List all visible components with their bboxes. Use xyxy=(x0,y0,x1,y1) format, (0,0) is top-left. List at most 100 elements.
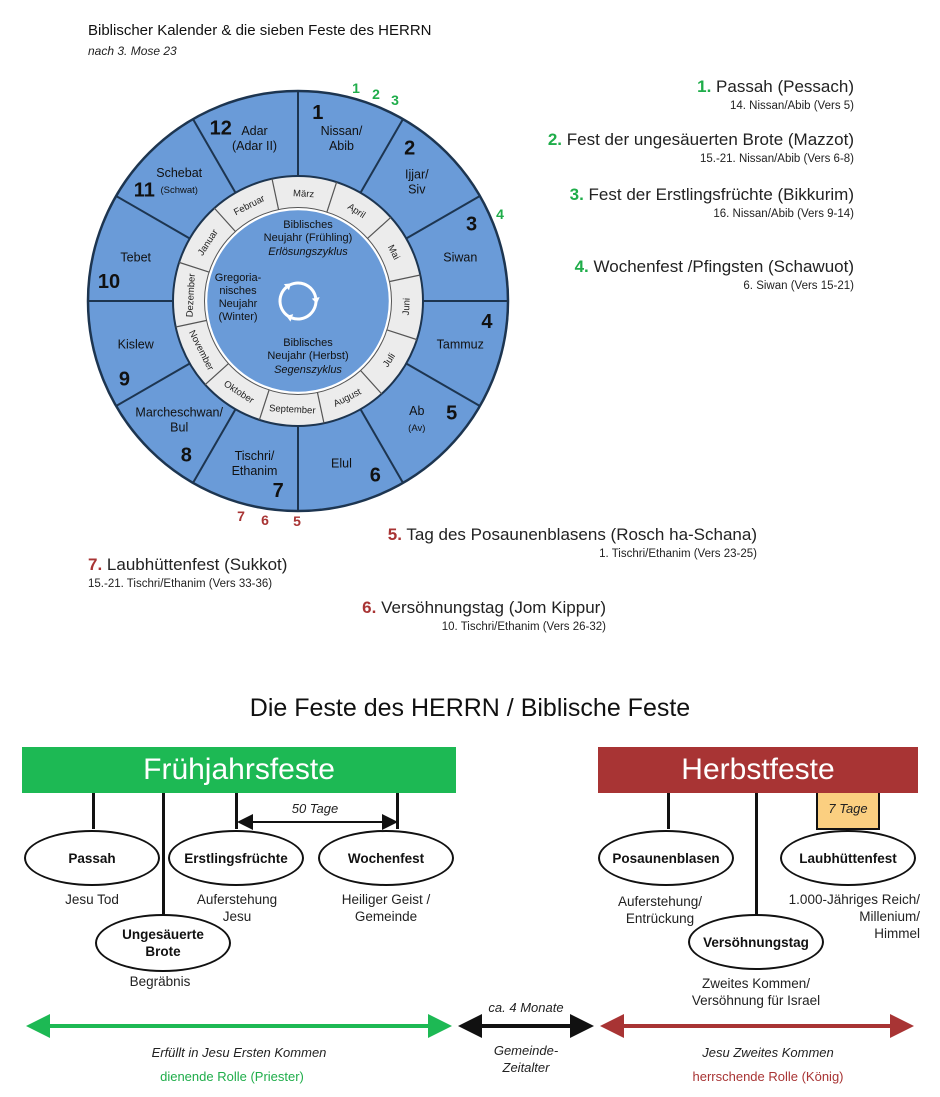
feast-marker: 4 xyxy=(496,206,504,222)
month-number: 7 xyxy=(273,480,284,502)
wheel-center xyxy=(204,207,392,395)
feast-1: 1. Passah (Pessach) 14. Nissan/Abib (Ver… xyxy=(697,77,854,112)
month-subname: (Av) xyxy=(408,423,425,434)
connector-line xyxy=(667,793,670,829)
fifty-days-arrow xyxy=(237,814,398,830)
feast-name: Passah (Pessach) xyxy=(716,77,854,96)
month-divider xyxy=(359,118,404,194)
feast-marker: 6 xyxy=(261,512,269,528)
caption-erstling: Auferstehung Jesu xyxy=(196,892,278,924)
month-subname: (Schwat) xyxy=(160,185,197,196)
feast-marker: 2 xyxy=(372,86,380,102)
feast-date: 6. Siwan (Vers 15-21) xyxy=(743,280,854,292)
center-spring-line2: Neujahr (Frühling) xyxy=(264,232,353,244)
gregorian-divider xyxy=(387,274,421,283)
center-autumn-line2: Neujahr (Herbst) xyxy=(267,350,348,362)
gregorian-divider xyxy=(258,388,271,421)
gregorian-month-label: März xyxy=(293,188,315,200)
month-name: Tebet xyxy=(120,251,151,265)
node-passah: Passah xyxy=(24,830,160,886)
caption-laub: 1.000-Jähriges Reich/ Millenium/ Himmel xyxy=(788,892,920,941)
page-subtitle: nach 3. Mose 23 xyxy=(88,44,177,58)
connector-line xyxy=(162,793,165,919)
feast-date: 14. Nissan/Abib (Vers 5) xyxy=(729,100,854,112)
month-number: 10 xyxy=(98,271,120,293)
month-divider xyxy=(192,118,237,194)
feast-number: 4. xyxy=(574,257,589,276)
month-divider xyxy=(405,195,481,240)
month-name: Schebat xyxy=(156,166,202,180)
feast-marker: 1 xyxy=(352,80,360,96)
gregorian-divider xyxy=(213,207,237,234)
months-gap-label: ca. 4 Monate xyxy=(488,1000,564,1015)
feast-name: Fest der ungesäuerten Brote (Mazzot) xyxy=(566,130,854,149)
month-divider xyxy=(359,408,404,484)
node-posaunenblasen: Posaunenblasen xyxy=(598,830,734,886)
feast-marker: 7 xyxy=(237,508,245,524)
center-spring-line1: Biblisches xyxy=(283,219,333,231)
timeline-arrows xyxy=(26,1014,914,1038)
caption-passah: Jesu Tod xyxy=(65,892,119,907)
page-title: Biblischer Kalender & die sieben Feste d… xyxy=(88,22,432,39)
month-name: Kislew xyxy=(118,337,155,351)
node-laubhuettenfest: Laubhüttenfest xyxy=(780,830,916,886)
gregorian-divider xyxy=(204,362,231,386)
gregorian-month-label: Juni xyxy=(401,298,413,316)
month-name: Siwan xyxy=(443,251,477,265)
connector-line xyxy=(396,793,399,829)
feast-6: 6. Versöhnungstag (Jom Kippur) 10. Tisch… xyxy=(362,598,606,633)
feast-name: Tag des Posaunenblasens (Rosch ha-Schana… xyxy=(406,525,757,544)
feast-7: 7. Laubhüttenfest (Sukkot) 15.-21. Tisch… xyxy=(88,555,287,590)
month-number: 2 xyxy=(404,137,415,159)
feast-name: Wochenfest /Pfingsten (Schawuot) xyxy=(593,257,855,276)
feast-2: 2. Fest der ungesäuerten Brote (Mazzot) … xyxy=(548,130,854,165)
feast-name: Versöhnungstag (Jom Kippur) xyxy=(381,598,606,617)
feast-number: 6. xyxy=(362,598,377,617)
month-number: 3 xyxy=(466,214,477,236)
seven-days-box: 7 Tage xyxy=(816,793,880,830)
month-number: 11 xyxy=(134,179,155,201)
caption-posaunen: Auferstehung/ Entrückung xyxy=(617,894,703,926)
gregorian-divider xyxy=(271,178,280,212)
month-name: Tischri/Ethanim xyxy=(232,449,278,478)
center-autumn-cycle: Segenszyklus xyxy=(274,364,342,376)
caption-brote: Begräbnis xyxy=(129,974,191,989)
gregorian-divider xyxy=(325,181,338,214)
feast-date: 1. Tischri/Ethanim (Vers 23-25) xyxy=(599,548,757,560)
month-name: Adar(Adar II) xyxy=(232,124,277,153)
node-ungesaeuerte-brote: Ungesäuerte Brote xyxy=(95,914,231,972)
feast-date: 16. Nissan/Abib (Vers 9-14) xyxy=(713,208,854,220)
feast-date: 10. Tischri/Ethanim (Vers 26-32) xyxy=(441,621,606,633)
center-greg-line: (Winter) xyxy=(218,311,257,323)
gregorian-month-label: Dezember xyxy=(185,273,198,317)
feast-number: 7. xyxy=(88,555,103,574)
feast-number: 1. xyxy=(697,77,712,96)
feast-date: 15.-21. Nissan/Abib (Vers 6-8) xyxy=(699,153,854,165)
connector-line xyxy=(235,793,238,829)
spring-role: dienende Rolle (Priester) xyxy=(160,1069,304,1084)
month-name: Nissan/Abib xyxy=(321,124,363,153)
feast-name: Fest der Erstlingsfrüchte (Bikkurim) xyxy=(588,185,854,204)
month-name: Elul xyxy=(331,456,352,470)
feast-number: 5. xyxy=(387,525,402,544)
month-divider xyxy=(115,362,191,407)
feast-marker: 5 xyxy=(293,513,301,529)
gregorian-divider xyxy=(178,261,211,274)
autumn-fulfilled: Jesu Zweites Kommen xyxy=(702,1045,834,1060)
spring-fulfilled: Erfüllt in Jesu Ersten Kommen xyxy=(151,1045,327,1060)
cycle-arrows-icon xyxy=(278,281,320,322)
month-number: 4 xyxy=(481,311,493,333)
caption-wochen: Heiliger Geist / Gemeinde xyxy=(341,892,431,924)
node-erstlingsfruechte: Erstlingsfrüchte xyxy=(168,830,304,886)
node-versoehnungstag: Versöhnungstag xyxy=(688,914,824,970)
gregorian-month-label: September xyxy=(269,403,316,416)
month-number: 5 xyxy=(446,403,457,425)
gemeinde-zeitalter: Gemeinde- Zeitalter xyxy=(493,1043,559,1075)
feast-date: 15.-21. Tischri/Ethanim (Vers 33-36) xyxy=(88,578,273,590)
month-number: 6 xyxy=(370,465,381,487)
center-greg-line: Neujahr xyxy=(219,298,258,310)
month-number: 8 xyxy=(181,445,192,467)
month-divider xyxy=(115,195,191,240)
connector-line xyxy=(755,793,758,919)
feast-name: Laubhüttenfest (Sukkot) xyxy=(106,555,288,574)
